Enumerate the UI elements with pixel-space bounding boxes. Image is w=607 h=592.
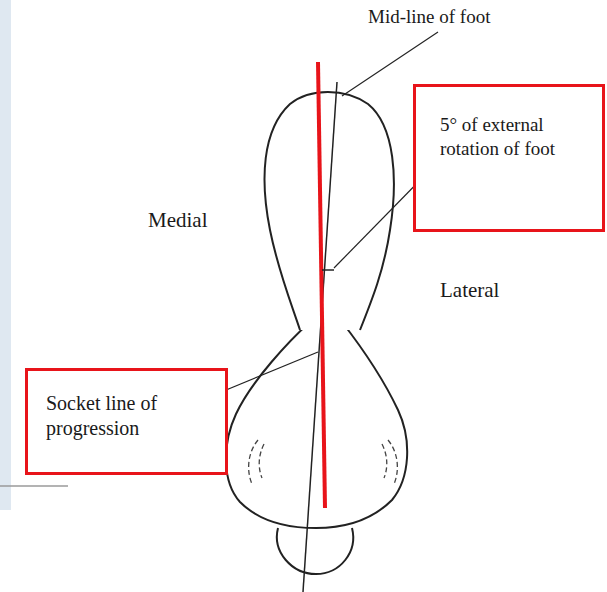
callout-text: Socket line of progression — [46, 391, 211, 441]
slide-strip — [0, 0, 11, 510]
side-label: Lateral — [440, 278, 499, 303]
callout-text: 5° of external rotation of foot — [440, 113, 582, 161]
side-label: Medial — [148, 208, 207, 233]
callout-box: 5° of external rotation of foot — [413, 84, 605, 232]
ankle-mark — [249, 440, 264, 484]
socket-line — [318, 62, 325, 508]
callout-box: Socket line of progression — [25, 368, 228, 475]
foot-outline — [265, 92, 394, 330]
leader-line — [214, 352, 318, 395]
line-label: Mid-line of foot — [368, 6, 490, 28]
ankle-mark — [382, 440, 397, 484]
slide-rule — [0, 485, 68, 487]
heel-outline — [277, 528, 353, 574]
angle-tick — [322, 269, 334, 271]
